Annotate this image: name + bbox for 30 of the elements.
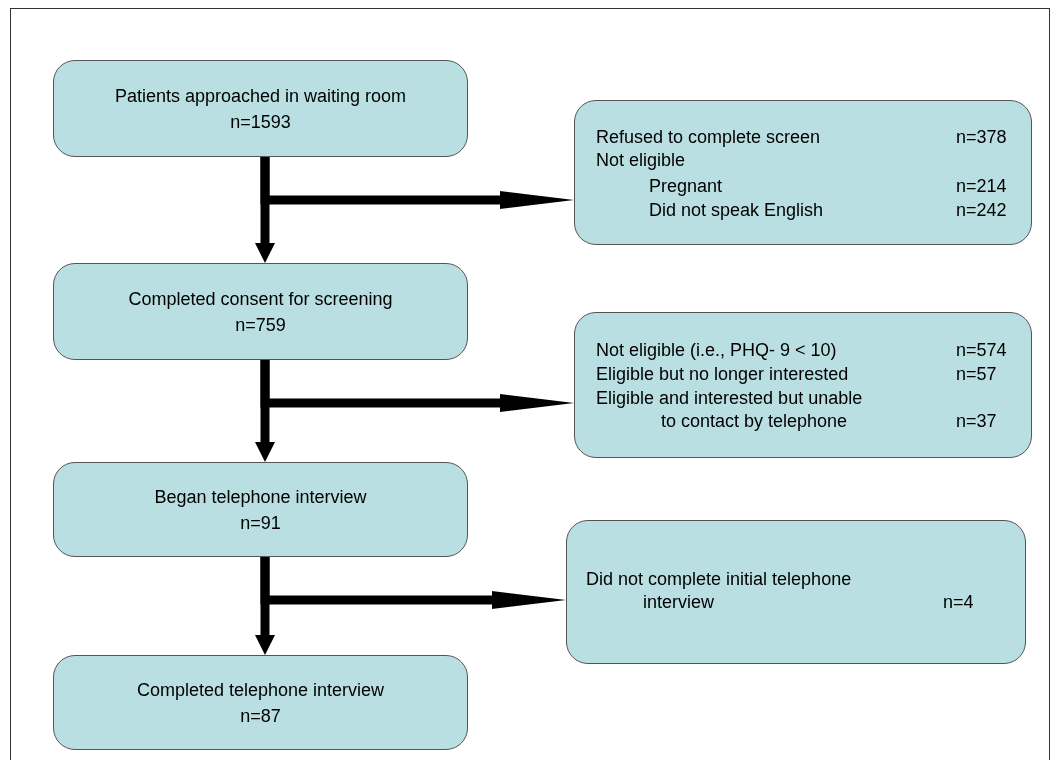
process-box xyxy=(53,263,468,360)
step-label: Began telephone interview xyxy=(154,485,367,509)
process-box xyxy=(53,60,468,157)
step-label: Completed consent for screening xyxy=(128,287,393,311)
reason-text: Eligible but no longer interested xyxy=(596,363,849,386)
reason-text: Eligible and interested but unable to contact by telephone xyxy=(596,387,864,433)
reason-text: n=214 xyxy=(956,175,1007,198)
reason-text: Not eligible (i.e., PHQ- 9 < 10) xyxy=(596,339,837,362)
count-label: n=1593 xyxy=(230,110,291,134)
process-box xyxy=(53,462,468,557)
exclusion-box xyxy=(574,100,1032,245)
reason-text: n=57 xyxy=(956,363,997,386)
reason-text: Did not complete initial telephone interview xyxy=(586,568,853,614)
process-box xyxy=(53,655,468,750)
reason-text: Did not speak English xyxy=(649,199,824,222)
reason-text: n=574 xyxy=(956,339,1007,362)
reason-text: n=242 xyxy=(956,199,1007,222)
count-label: n=91 xyxy=(240,511,281,535)
reason-text: Not eligible xyxy=(596,149,686,172)
count-label: n=87 xyxy=(240,704,281,728)
reason-text: n=378 xyxy=(956,126,1007,149)
step-label: Completed telephone interview xyxy=(136,678,385,702)
reason-text: Pregnant xyxy=(649,175,723,198)
step-label: Patients approached in waiting room xyxy=(114,84,407,108)
exclusion-box xyxy=(566,520,1026,664)
reason-text: n=37 xyxy=(956,410,997,433)
count-label: n=759 xyxy=(235,313,286,337)
reason-text: Refused to complete screen xyxy=(596,126,821,149)
exclusion-box xyxy=(574,312,1032,458)
reason-text: n=4 xyxy=(943,591,974,614)
